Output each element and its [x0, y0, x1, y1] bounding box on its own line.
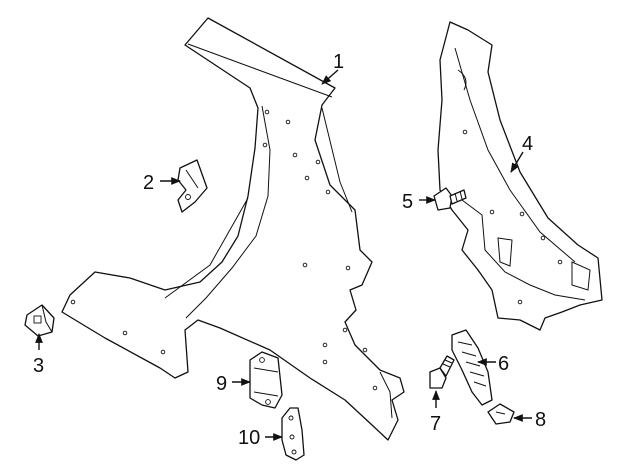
- bolt-part-2: [429, 355, 455, 389]
- clip-part: [24, 304, 55, 337]
- callout-1: 1: [333, 51, 344, 73]
- callout-6: 6: [498, 353, 509, 375]
- callout-7: 7: [430, 413, 441, 435]
- leader-1: [321, 69, 339, 85]
- bracket-part: [177, 159, 208, 213]
- module-bracket-part: [249, 351, 283, 409]
- callout-3: 3: [33, 355, 44, 377]
- callout-4: 4: [522, 133, 533, 155]
- callout-5: 5: [402, 191, 413, 213]
- bolt-part: [433, 187, 467, 211]
- callout-8: 8: [535, 409, 546, 431]
- nut-part: [487, 403, 515, 425]
- plate-part: [281, 407, 305, 461]
- callout-10: 10: [238, 427, 260, 449]
- leader-lines: [35, 69, 532, 441]
- callout-2: 2: [143, 172, 154, 194]
- quarter-panel-part: [61, 17, 405, 441]
- leader-4: [510, 151, 524, 173]
- callout-labels: 1 2 3 4 5 6 7 8 9 10: [33, 51, 546, 449]
- inner-panel-part: [437, 21, 603, 331]
- callout-9: 9: [216, 373, 227, 395]
- reinforcement-part: [451, 329, 493, 406]
